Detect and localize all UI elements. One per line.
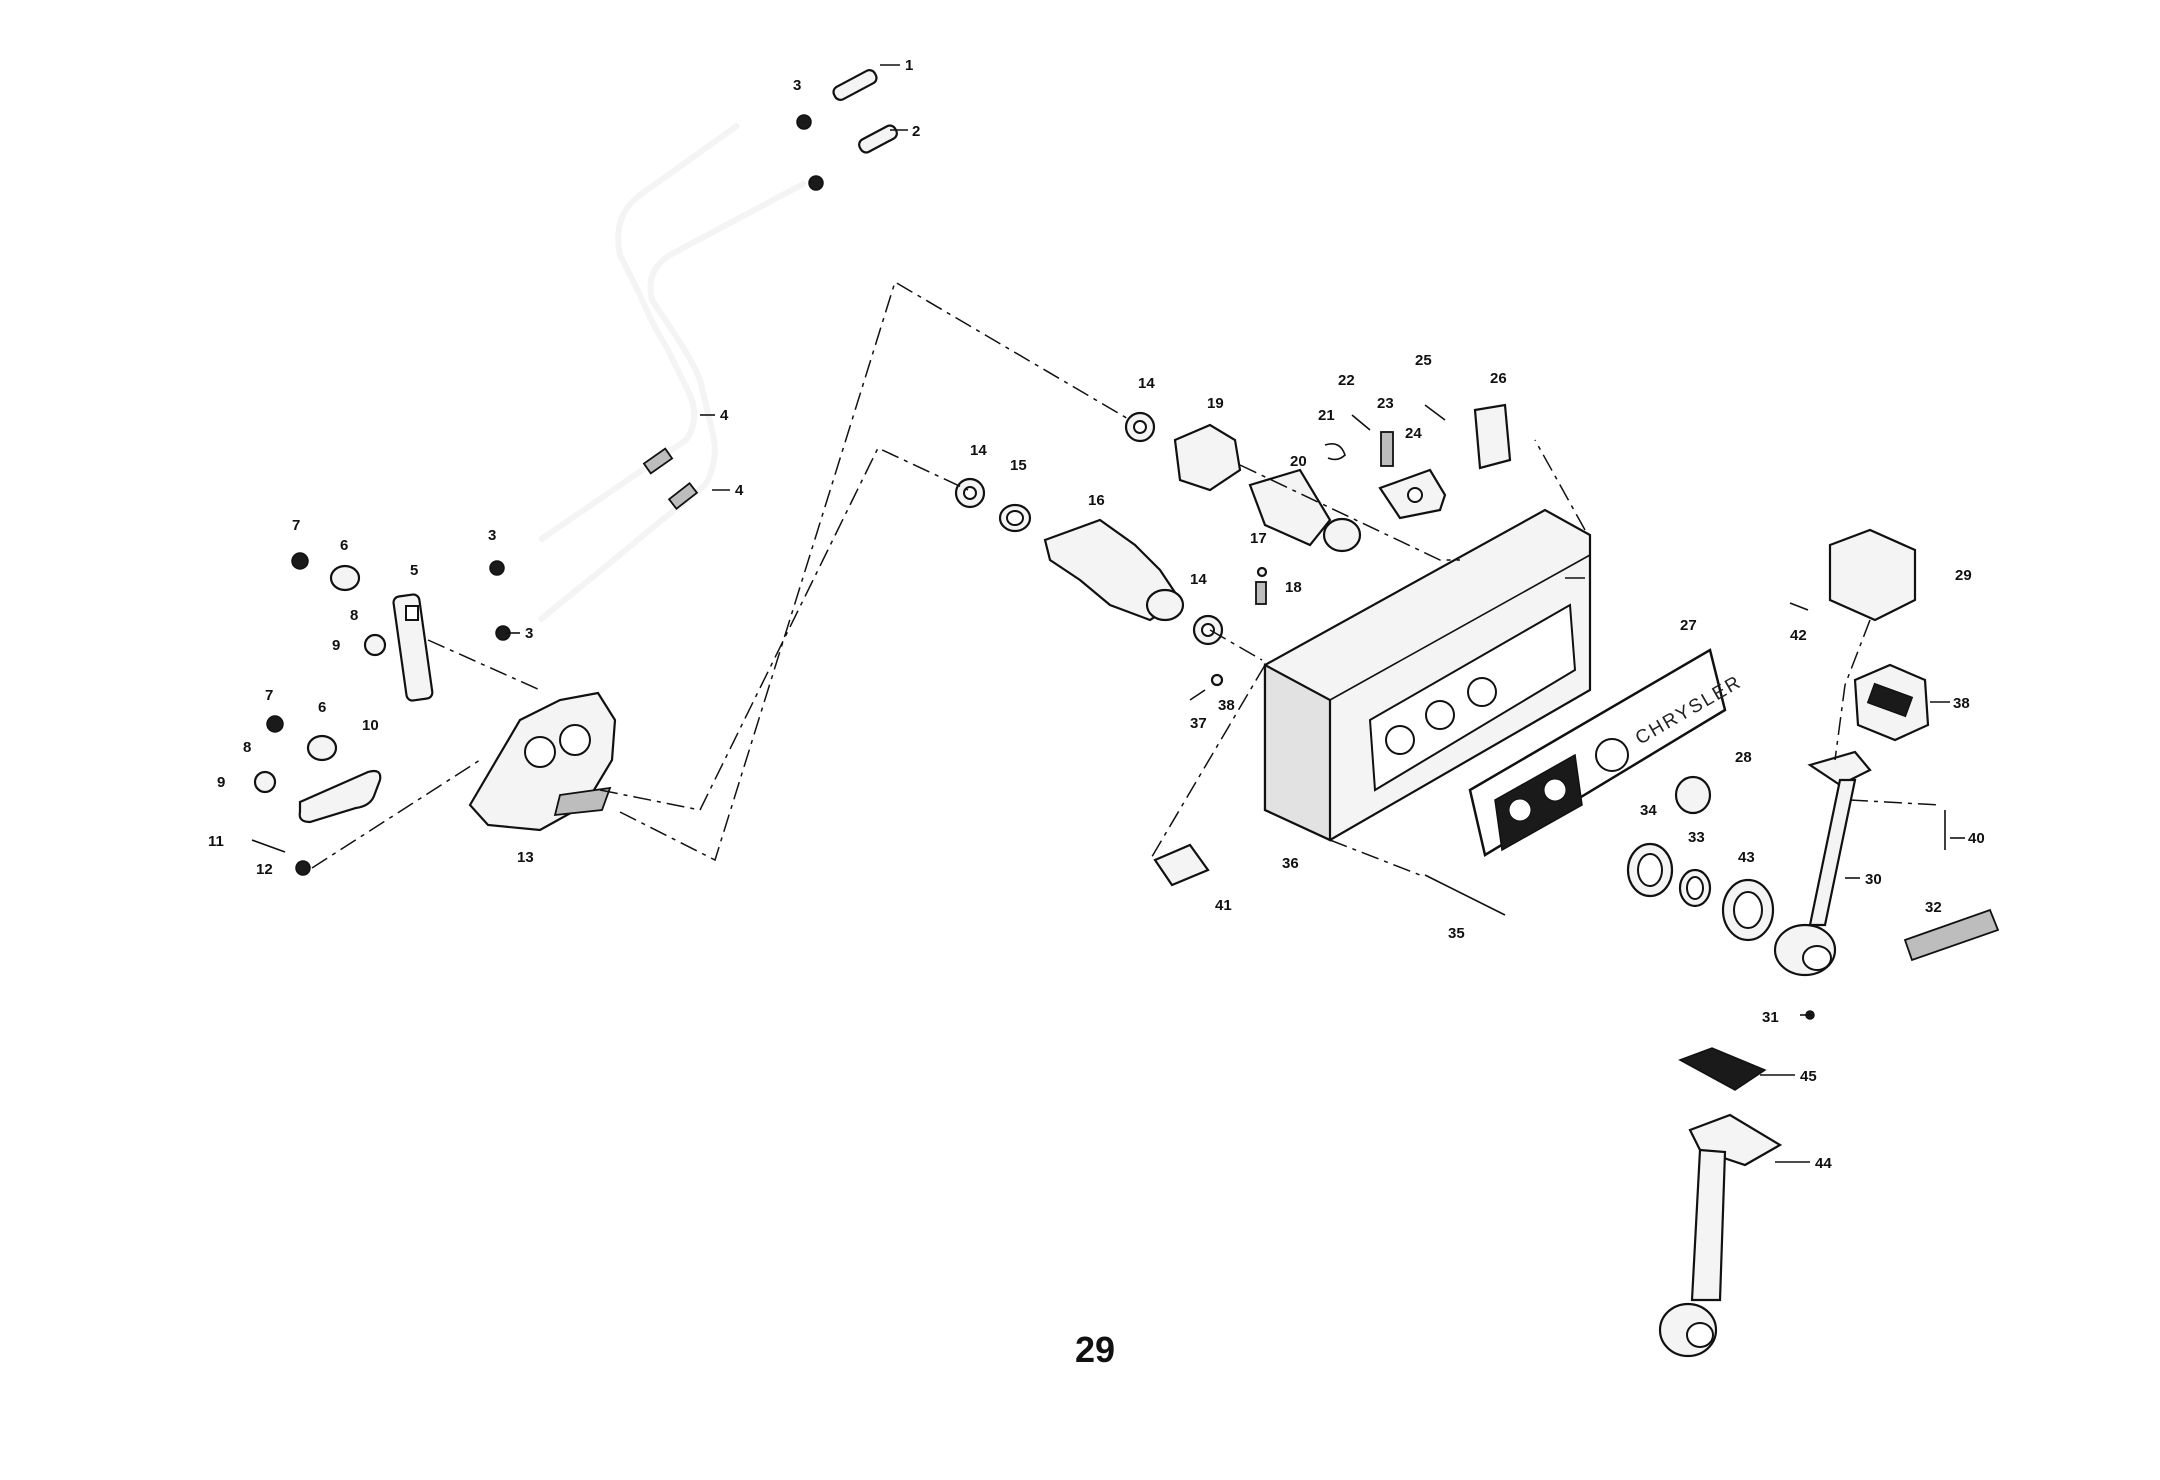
screw-7-top (291, 552, 309, 570)
callout-33: 33 (1688, 829, 1705, 846)
nut-3-mid (808, 175, 824, 191)
collar-19 (1173, 423, 1242, 492)
callout-41: 41 (1215, 897, 1232, 914)
callout-31: 31 (1762, 1009, 1779, 1026)
callout-20: 20 (1290, 453, 1307, 470)
callout-44: 44 (1815, 1155, 1832, 1172)
callout-29: 29 (1955, 567, 1972, 584)
callout-12: 12 (256, 861, 273, 878)
screw-42 (1789, 602, 1809, 611)
callout-13: 13 (517, 849, 534, 866)
callout-21: 21 (1318, 407, 1335, 424)
cable-pin-1 (832, 69, 878, 101)
callout-37: 37 (1190, 715, 1207, 732)
nut-3-left (489, 560, 505, 576)
callout-14: 14 (1190, 571, 1207, 588)
callout-43: 43 (1738, 849, 1755, 866)
callout-30: 30 (1865, 871, 1882, 888)
callout-3: 3 (525, 625, 533, 642)
callout-3: 3 (793, 77, 801, 94)
callout-8: 8 (350, 607, 358, 624)
callout-28: 28 (1735, 749, 1752, 766)
link-plate-5 (392, 593, 434, 702)
callout-42: 42 (1790, 627, 1807, 644)
cable-pin-2 (858, 124, 898, 154)
washer-6-bottom (306, 734, 338, 762)
plunger-20 (1248, 468, 1332, 547)
callout-22: 22 (1338, 372, 1355, 389)
spring-23 (1380, 431, 1394, 467)
washer-6-top (329, 564, 361, 592)
spring-18 (1255, 581, 1267, 605)
callout-25: 25 (1415, 352, 1432, 369)
callout-36: 36 (1282, 855, 1299, 872)
callout-9: 9 (332, 637, 340, 654)
ball-38 (1210, 673, 1224, 687)
callout-23: 23 (1377, 395, 1394, 412)
callout-32: 32 (1925, 899, 1942, 916)
callout-9: 9 (217, 774, 225, 791)
callout-15: 15 (1010, 457, 1027, 474)
leader-lines (506, 64, 1965, 1163)
callout-labels: 1 2 3 4 4 3 3 5 6 7 8 9 7 6 8 9 10 11 12… (208, 57, 1985, 1172)
callout-38: 38 (1953, 695, 1970, 712)
clip-21 (1324, 442, 1346, 461)
screw-7-bottom (266, 715, 284, 733)
callout-24: 24 (1405, 425, 1422, 442)
screw-9-top (363, 633, 387, 657)
screw-25 (1424, 404, 1446, 421)
callout-26: 26 (1490, 370, 1507, 387)
callout-35: 35 (1448, 925, 1465, 942)
callout-27: 27 (1680, 617, 1697, 634)
lever-10 (298, 769, 382, 824)
callout-3: 3 (488, 527, 496, 544)
callout-1: 1 (905, 57, 913, 74)
callout-8: 8 (243, 739, 251, 756)
callout-40: 40 (1968, 830, 1985, 847)
callout-11: 11 (208, 833, 224, 850)
callout-7: 7 (265, 687, 273, 704)
callout-6: 6 (340, 537, 348, 554)
page-number: 29 (1075, 1329, 1115, 1370)
plate-41 (1153, 843, 1210, 887)
bolt-35 (1424, 874, 1506, 916)
screw-22 (1351, 414, 1371, 431)
callout-5: 5 (410, 562, 418, 579)
callout-14: 14 (1138, 375, 1155, 392)
callout-16: 16 (1088, 492, 1105, 509)
callout-45: 45 (1800, 1068, 1817, 1085)
ball-17 (1256, 566, 1268, 578)
pedal-pad-45 (1678, 1047, 1767, 1091)
callout-18: 18 (1285, 579, 1302, 596)
callout-6: 6 (318, 699, 326, 716)
lens-28 (1674, 775, 1712, 815)
screw-9-bottom (253, 770, 277, 794)
callout-14: 14 (970, 442, 987, 459)
foot-pedal-44 (1658, 1113, 1783, 1358)
cover-29 (1828, 528, 1917, 622)
nut-12 (295, 860, 311, 876)
callout-2: 2 (912, 123, 920, 140)
decal-32 (1903, 908, 2000, 962)
control-box (1263, 508, 1592, 842)
callout-38: 38 (1218, 697, 1235, 714)
callout-19: 19 (1207, 395, 1224, 412)
callout-17: 17 (1250, 530, 1267, 547)
spring-37 (1189, 689, 1206, 701)
bolt-11 (251, 839, 286, 853)
callout-10: 10 (362, 717, 379, 734)
nut-3-top (796, 114, 812, 130)
control-cables (538, 122, 807, 623)
plate-26 (1473, 403, 1512, 470)
assembly-lines (311, 280, 1941, 876)
callout-4: 4 (735, 482, 744, 499)
callout-4: 4 (720, 407, 729, 424)
callout-7: 7 (292, 517, 300, 534)
callout-34: 34 (1640, 802, 1657, 819)
lever-arm-30 (1773, 750, 1872, 977)
